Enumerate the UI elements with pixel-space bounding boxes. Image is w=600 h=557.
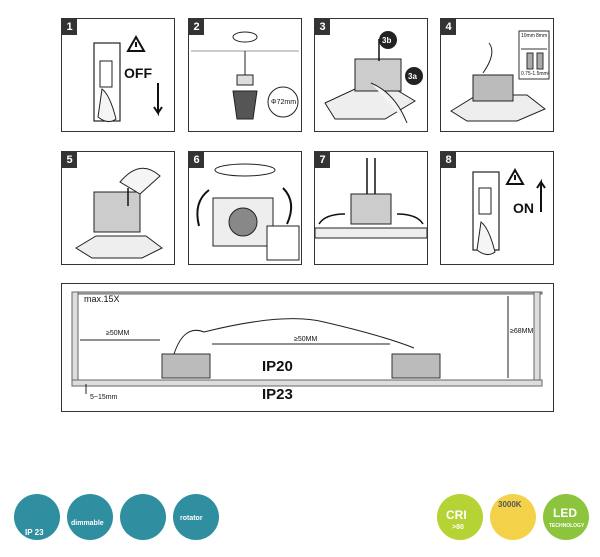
installation-diagram: max.15X ≥50MM ≥50MM ≥68MM IP20 IP23 5~15… [61, 283, 554, 412]
ceiling-cross-section [71, 291, 543, 394]
step-number: 3 [315, 19, 330, 35]
step-3a-badge [405, 67, 423, 85]
wire-size-label: 0.75-1.5mm² [521, 71, 550, 77]
led-badge-label: LED [553, 506, 577, 520]
step-number: 2 [189, 19, 204, 35]
ip20-label: IP20 [262, 358, 293, 375]
dimmable-badge-label: dimmable [71, 520, 104, 527]
off-label: OFF [124, 65, 152, 81]
step-number: 4 [441, 19, 456, 35]
step-3-panel: 3 3b 3a [314, 18, 428, 132]
wall-switch-on-illustration [472, 167, 546, 256]
on-label: ON [513, 200, 534, 216]
step-3a-label: 3a [408, 72, 417, 81]
step-1-panel: 1 OFF [61, 18, 175, 132]
cutout-illustration [191, 31, 299, 120]
step-2-panel: 2 Φ72mm [188, 18, 302, 132]
step-8-panel: 8 ON [440, 151, 554, 265]
rotator-badge [173, 494, 219, 540]
step-number: 7 [315, 152, 330, 168]
dimmable-badge [67, 494, 113, 540]
wiring-illustration [450, 30, 550, 122]
step-number: 8 [441, 152, 456, 168]
strip-length-label-2: 8mm [536, 33, 548, 39]
led-badge [543, 494, 589, 540]
step-3b-label: 3b [382, 36, 392, 45]
step-6-panel: 6 [188, 151, 302, 265]
spring-clip-illustration [324, 39, 416, 124]
step-number: 5 [62, 152, 77, 168]
cri-badge-label: CRI [446, 508, 467, 522]
strip-length-label: 10mm [521, 33, 535, 39]
middle-gap-label: ≥50MM [294, 336, 318, 343]
insert-wires-illustration [75, 167, 163, 259]
diameter-label: Φ72mm [271, 99, 297, 106]
ip23-badge [14, 494, 60, 540]
adjustable-badge [120, 494, 166, 540]
step-5-panel: 5 [61, 151, 175, 265]
height-label: ≥68MM [510, 328, 534, 335]
mount-fixture-illustration [196, 163, 300, 261]
cri-value-label: >80 [452, 524, 464, 531]
color-temperature-badge [490, 494, 536, 540]
step-3b-badge [379, 31, 397, 49]
rotator-badge-label: rotator [180, 515, 203, 522]
step-number: 1 [62, 19, 77, 35]
step-7-panel: 7 [314, 151, 428, 265]
cri-badge [437, 494, 483, 540]
ceiling-thickness-label: 5~15mm [90, 394, 118, 401]
led-technology-label: TECHNOLOGY [549, 523, 585, 529]
step-4-panel: 4 10mm 8mm 0.75-1.5mm² [440, 18, 554, 132]
ip23-label: IP23 [262, 386, 293, 403]
push-into-ceiling-illustration [315, 158, 427, 239]
left-gap-label: ≥50MM [106, 330, 130, 337]
wall-switch-illustration [93, 34, 163, 123]
color-temperature-label: 3000K [498, 500, 522, 509]
ip23-badge-label: IP 23 [25, 528, 44, 537]
max-quantity-label: max.15X [84, 294, 120, 304]
step-number: 6 [189, 152, 204, 168]
